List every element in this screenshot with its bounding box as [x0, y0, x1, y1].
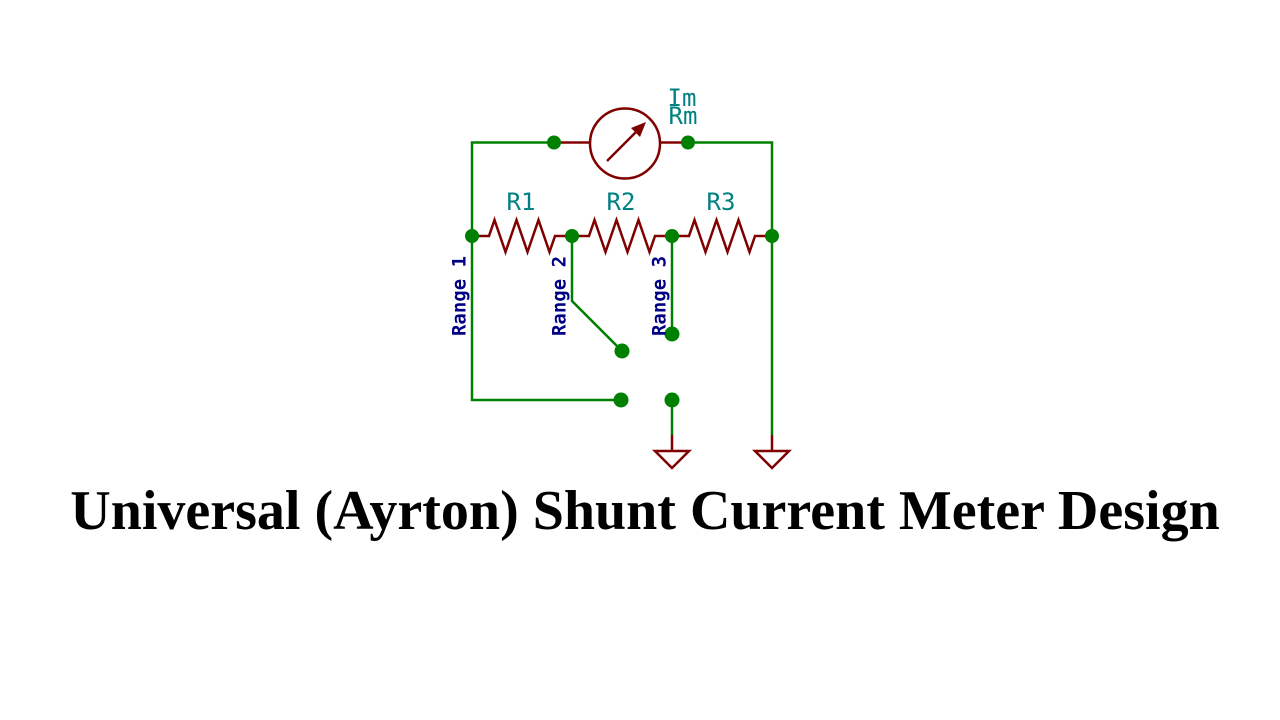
junction-dot	[565, 229, 579, 243]
page-title: Universal (Ayrton) Shunt Current Meter D…	[70, 480, 1220, 542]
meter-resistance-label: Rm	[668, 102, 698, 130]
range-2-label: Range 2	[548, 255, 571, 337]
resistor-r1-symbol	[472, 216, 572, 256]
wire-range1-branch	[470, 236, 621, 402]
resistor-r2-symbol	[572, 216, 672, 256]
junction-dot	[547, 135, 561, 150]
ground-symbol-left	[651, 435, 693, 470]
junction-dot	[665, 229, 679, 243]
switch-contact-dot	[614, 343, 630, 359]
resistor-r1-label: R1	[506, 188, 536, 216]
ground-right-triangle-icon	[751, 449, 793, 470]
switch-pole-dot	[664, 392, 680, 408]
resistor-r2-label: R2	[606, 188, 636, 216]
wire-top-left	[470, 141, 554, 236]
junction-dot	[765, 229, 779, 243]
ground-symbol-right	[751, 435, 793, 470]
meter-body	[588, 107, 662, 180]
resistor-r3-symbol	[672, 216, 772, 256]
switch-contact-dot	[613, 392, 629, 408]
switch-contact-dot	[664, 326, 680, 342]
meter-needle-icon	[606, 122, 646, 162]
ground-left-triangle-icon	[651, 449, 693, 470]
meter-current-label: Im	[667, 84, 697, 112]
resistor-r3-label: R3	[706, 188, 736, 216]
wire-top-right-to-ground	[688, 141, 774, 435]
junction-dot	[465, 229, 479, 243]
range-1-label: Range 1	[448, 255, 471, 337]
range-3-label: Range 3	[648, 255, 671, 337]
wire-range2-switch-arm	[570, 236, 623, 352]
junction-dot	[681, 135, 695, 150]
meter-needle-line	[606, 128, 640, 162]
meter-needle-arrowhead	[631, 122, 646, 137]
